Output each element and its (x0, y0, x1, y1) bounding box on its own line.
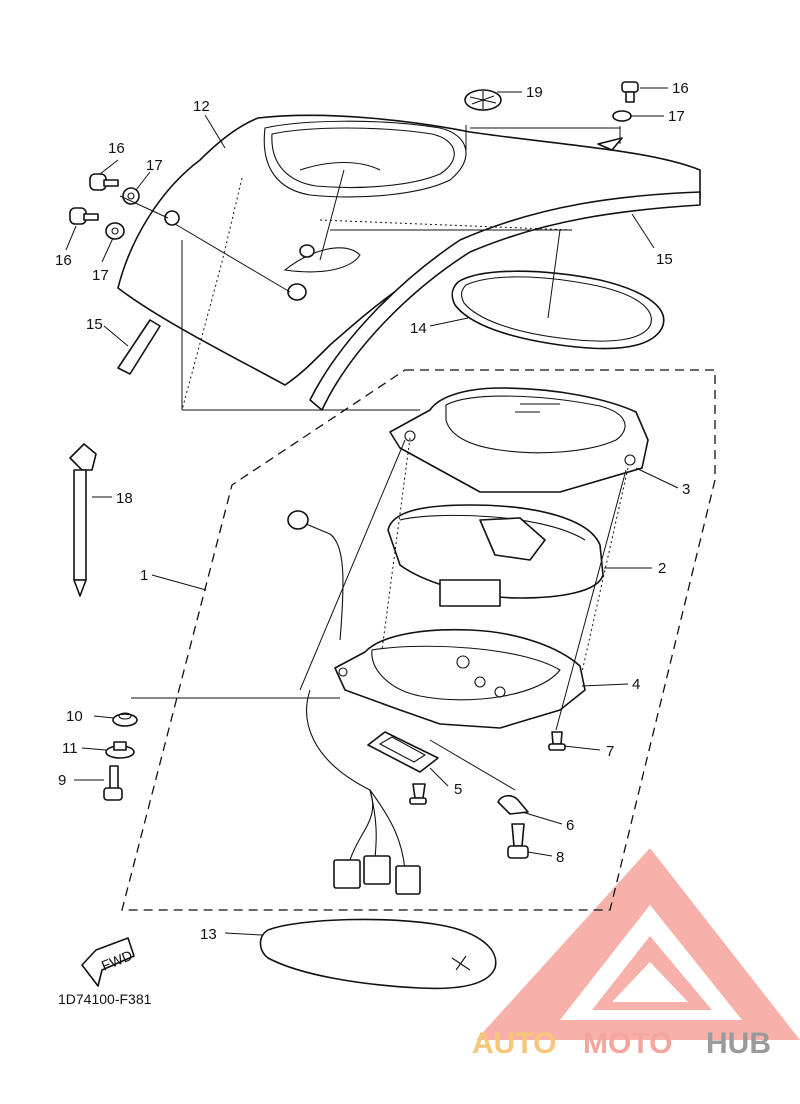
grommet-part (464, 89, 502, 111)
callout-17-left-lower: 17 (92, 267, 109, 284)
grommet-10-part (112, 712, 138, 727)
wire-harness-part (287, 510, 421, 895)
cable-tie-part (69, 443, 97, 597)
callout-17-right: 17 (668, 108, 685, 125)
watermark-hub: HUB (706, 1027, 771, 1060)
callout-16-left-upper: 16 (108, 140, 125, 157)
clamp-part (497, 794, 529, 815)
callout-4: 4 (632, 676, 640, 693)
bolt-16-upper-right-part (621, 81, 639, 103)
callout-10: 10 (66, 708, 83, 725)
callout-17-left-upper: 17 (146, 157, 163, 174)
lens-film-part (259, 918, 497, 990)
leader-lines (119, 125, 629, 791)
callout-14: 14 (410, 320, 427, 337)
meter-housing-upper-part (389, 387, 649, 493)
callout-16-right: 16 (672, 80, 689, 97)
callout-5: 5 (454, 781, 462, 798)
collar-11-part (105, 741, 135, 759)
callout-12: 12 (193, 98, 210, 115)
fwd-arrow-icon: FWD (81, 937, 135, 987)
bracket-part (367, 731, 439, 773)
callout-labels: 12 16 17 16 17 15 19 16 17 15 14 3 2 4 7… (55, 80, 690, 943)
callout-3: 3 (682, 481, 690, 498)
callout-16-left-lower: 16 (55, 252, 72, 269)
callout-7: 7 (606, 743, 614, 760)
watermark-logo-icon (476, 848, 800, 1040)
watermark-auto: AUTO (472, 1027, 556, 1060)
callout-18: 18 (116, 490, 133, 507)
callout-2: 2 (658, 560, 666, 577)
meter-assembly-outline (121, 369, 716, 911)
washer-17-left-upper-part (122, 187, 140, 205)
watermark-moto: MOTO (583, 1027, 672, 1060)
callout-9: 9 (58, 772, 66, 789)
callout-11: 11 (62, 740, 78, 757)
callout-1: 1 (140, 567, 148, 584)
meter-case-lower-part (334, 628, 586, 729)
watermark-text: AUTO MOTO HUB (472, 1027, 771, 1060)
washer-17-left-lower-part (105, 222, 125, 240)
bolt-16-left-lower-part (69, 207, 99, 225)
diagram-code: 1D74100-F381 (58, 991, 152, 1007)
meter-unit-part (387, 504, 604, 607)
screw-7-part (548, 731, 566, 751)
bolt-9-part (103, 765, 123, 801)
screw-part (409, 783, 427, 805)
washer-17-upper-right-part (612, 110, 632, 122)
callout-13: 13 (200, 926, 217, 943)
callout-8: 8 (556, 849, 564, 866)
callout-15-left: 15 (86, 316, 103, 333)
callout-19: 19 (526, 84, 543, 101)
bolt-16-left-upper-part (89, 173, 119, 191)
screw-8-part (507, 823, 529, 859)
callout-15-right: 15 (656, 251, 673, 268)
lens-gasket-part (451, 270, 665, 350)
meter-cover-part (117, 114, 701, 386)
callout-6: 6 (566, 817, 574, 834)
trim-strip-part (117, 191, 701, 411)
callout-leaders (65, 87, 679, 936)
